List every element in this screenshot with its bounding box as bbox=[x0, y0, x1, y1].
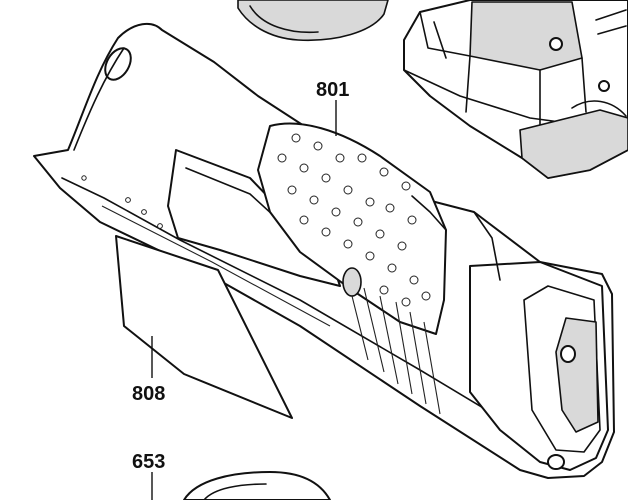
grip-dot-pattern bbox=[277, 133, 431, 307]
bottom-partial-part-653 bbox=[183, 471, 331, 500]
strap-hole bbox=[104, 47, 132, 81]
motor-switch-assembly bbox=[403, 0, 628, 179]
top-partial-part bbox=[237, 0, 389, 42]
nose-circle-top bbox=[560, 345, 576, 363]
label-plate-808 bbox=[115, 235, 293, 419]
callout-801: 801 bbox=[316, 79, 349, 101]
nose-circle-bottom bbox=[547, 454, 565, 470]
callout-808: 808 bbox=[132, 383, 165, 405]
callout-653: 653 bbox=[132, 451, 165, 473]
housing-shell-801 bbox=[33, 22, 615, 479]
